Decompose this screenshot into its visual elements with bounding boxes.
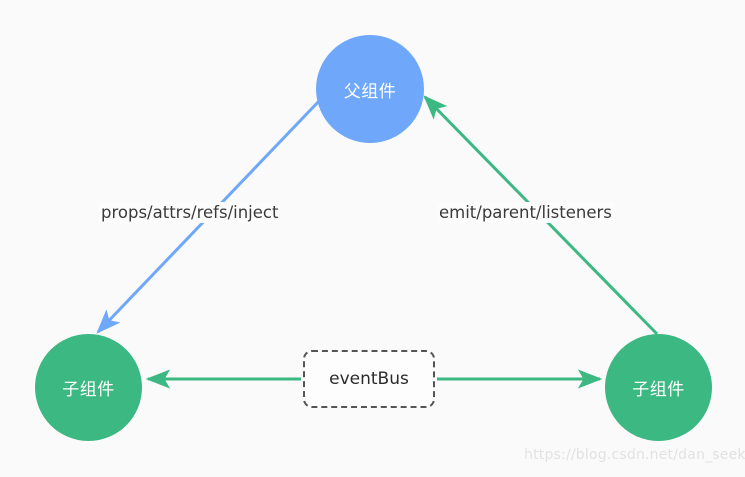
node-parent-label: 父组件	[343, 81, 397, 102]
node-parent-component[interactable]: 父组件	[316, 35, 424, 143]
edge-label-emit-parent-listeners: emit/parent/listeners	[437, 202, 614, 223]
node-event-bus[interactable]: eventBus	[303, 350, 435, 408]
node-child-component-left[interactable]: 子组件	[35, 334, 142, 441]
node-child-left-label: 子组件	[62, 380, 115, 400]
node-child-component-right[interactable]: 子组件	[605, 334, 712, 441]
watermark-url: https://blog.csdn.net/dan_seek	[524, 447, 745, 463]
event-bus-label: eventBus	[329, 369, 409, 389]
edge-label-props-attrs-refs-inject: props/attrs/refs/inject	[99, 202, 281, 223]
node-child-right-label: 子组件	[632, 380, 685, 400]
